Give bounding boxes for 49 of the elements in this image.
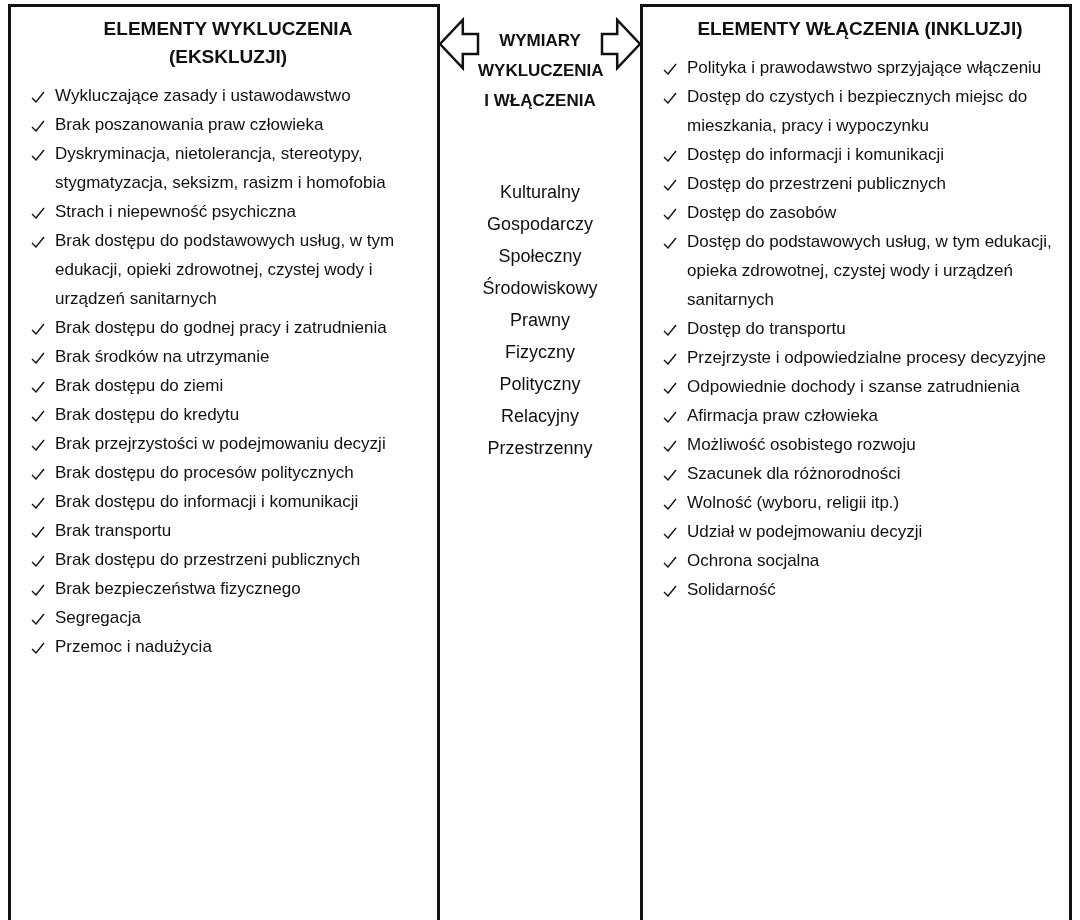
dimension-name: Prawny: [509, 309, 571, 332]
list-item: Udział w podejmowaniu decyzji: [661, 517, 1059, 546]
list-item: Dostęp do przestrzeni publicznych: [661, 169, 1059, 198]
dimension-name: Kulturalny: [498, 181, 581, 204]
dimension-name: Przestrzenny: [486, 437, 594, 460]
dimension-name: Relacyjny: [500, 405, 580, 428]
list-item: Brak dostępu do przestrzeni publicznych: [29, 545, 427, 574]
column-panel: [640, 4, 1072, 920]
list-item: Odpowiednie dochody i szanse zatrudnienia: [661, 372, 1059, 401]
list-item: Brak transportu: [29, 516, 427, 545]
list-item: Dostęp do czystych i bezpiecznych miejsc do mieszkania, pracy i wypoczynku: [661, 82, 1059, 140]
list-item: Solidarność: [661, 575, 1059, 604]
column-heading: ELEMENTY WŁĄCZENIA (INKLUZJI): [696, 17, 1024, 41]
list-item: Brak dostępu do godnej pracy i zatrudnienia: [29, 313, 427, 342]
block-arrow: [438, 16, 480, 72]
list-item: Polityka i prawodawstwo sprzyjające włączeniu: [661, 53, 1059, 82]
column-panel: [8, 4, 440, 920]
list-item: Brak dostępu do informacji i komunikacji: [29, 487, 427, 516]
list-item: Strach i niepewność psychiczna: [29, 197, 427, 226]
list-item: Brak dostępu do procesów politycznych: [29, 458, 427, 487]
list-item: Dostęp do podstawowych usług, w tym edukacji, opieka zdrowotnej, czystej wody i urządzeń sanitarnych: [661, 227, 1059, 314]
block-arrow: [600, 16, 642, 72]
dimension-name: Społeczny: [497, 245, 583, 268]
list-item: Dostęp do zasobów: [661, 198, 1059, 227]
list-item: Wolność (wyboru, religii itp.): [661, 488, 1059, 517]
list-item: Brak środków na utrzymanie: [29, 342, 427, 371]
list-item: Brak dostępu do kredytu: [29, 400, 427, 429]
list-item: Przejrzyste i odpowiedzialne procesy decyzyjne: [661, 343, 1059, 372]
list-item: Dostęp do informacji i komunikacji: [661, 140, 1059, 169]
column-heading: WYMIARY WYKLUCZENIA I WŁĄCZENIA: [478, 30, 602, 112]
list-item: Możliwość osobistego rozwoju: [661, 430, 1059, 459]
dimension-name: Fizyczny: [504, 341, 576, 364]
list-item: Brak dostępu do ziemi: [29, 371, 427, 400]
list-item: Brak bezpieczeństwa fizycznego: [29, 574, 427, 603]
list-item: Brak poszanowania praw człowieka: [29, 110, 427, 139]
list-item: Ochrona socjalna: [661, 546, 1059, 575]
list-item: Brak dostępu do podstawowych usług, w tym edukacji, opieki zdrowotnej, czystej wody i urządzeń sanitarnych: [29, 226, 427, 313]
list-item: Segregacja: [29, 603, 427, 632]
list-item: Szacunek dla różnorodności: [661, 459, 1059, 488]
column-heading: ELEMENTY WYKLUCZENIA (EKSKLUZJI): [102, 17, 354, 69]
list-item: Dostęp do transportu: [661, 314, 1059, 343]
dimension-name: Polityczny: [498, 373, 582, 396]
list-item: Dyskryminacja, nietolerancja, stereotypy, stygmatyzacja, seksizm, rasizm i homofobia: [29, 139, 427, 197]
list-item: Afirmacja praw człowieka: [661, 401, 1059, 430]
dimension-name: Środowiskowy: [481, 276, 599, 300]
list-item: Wykluczające zasady i ustawodawstwo: [29, 81, 427, 110]
list-item: Przemoc i nadużycia: [29, 632, 427, 661]
list-item: Brak przejrzystości w podejmowaniu decyzji: [29, 429, 427, 458]
dimension-name: Gospodarczy: [485, 213, 595, 236]
